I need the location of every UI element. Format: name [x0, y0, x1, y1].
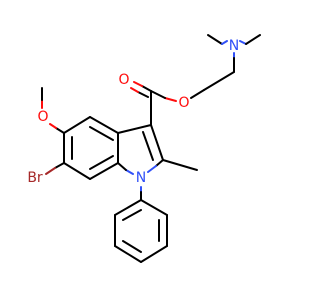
molecule-structure-diagram: N O O O N Br: [27, 34, 261, 263]
bond-ph-4: [114, 245, 142, 263]
bond-n-c7a: [117, 162, 127, 171]
bond-ch2-ch2: [203, 71, 235, 91]
bromo-substituent: [45, 162, 65, 175]
bond-c2-n: [155, 159, 164, 167]
bond-c2-methyl: [162, 159, 198, 171]
n-phenyl-ring: [114, 186, 168, 263]
indole-benzene-ring: [63, 116, 119, 180]
atom-label-o-methoxy: O: [37, 109, 48, 125]
bond-methyl-a-n: [207, 34, 223, 45]
dimethylamino-group: [207, 34, 261, 73]
atom-label-o-ester: O: [178, 95, 189, 111]
bond-ph-6-inner: [122, 209, 142, 221]
bond-c7-c7a-inner: [89, 155, 114, 170]
atom-label-br: Br: [27, 170, 43, 186]
bond-c3-c2-inner: [142, 131, 154, 161]
atom-label-o-carbonyl: O: [118, 72, 129, 88]
bond-ph-3: [140, 245, 168, 263]
bond-n-methyl-b: [239, 40, 247, 45]
bond-c7-c7a: [89, 162, 119, 180]
bond-c5-o: [55, 127, 65, 134]
bond-ph-6: [114, 199, 142, 216]
methoxy-group: [41, 87, 65, 134]
bond-o-carbonyl-c-red: [164, 97, 177, 102]
bond-c6-br: [54, 162, 65, 169]
bond-ph-1: [140, 199, 168, 216]
bond-carbonyl-double-a: [141, 85, 152, 92]
bond-c3a-c4-inner: [89, 126, 114, 141]
bond-carbonyl-double-a-red: [133, 81, 143, 87]
ester-group: [130, 81, 177, 126]
bond-c3a-c4: [89, 116, 119, 134]
bond-c6-br-red: [45, 167, 56, 175]
bond-carbonyl-double-b: [137, 91, 149, 98]
bond-ph-4-inner: [122, 240, 142, 253]
bond-methyl-b: [245, 34, 261, 45]
bond-n-methyl-a: [221, 40, 228, 45]
bond-c3a-c3: [117, 124, 152, 134]
bond-n-c7a-blue: [125, 169, 134, 175]
bond-ch2-o: [190, 89, 205, 99]
atom-label-n-amine: N: [229, 38, 239, 54]
bond-carbonyl-double-b-red: [130, 87, 139, 93]
bond-c3-c2: [150, 124, 164, 161]
bond-c5-o-red: [49, 123, 57, 129]
atom-label-n-indole: N: [136, 170, 146, 186]
bond-o-carbonyl-c: [150, 90, 166, 99]
bond-c4-c5: [63, 116, 91, 134]
bond-c6-c7: [63, 162, 91, 180]
bond-c2-n-blue: [147, 165, 157, 173]
ethyl-linker: [190, 71, 235, 99]
pyrrole-ring: [117, 124, 198, 175]
